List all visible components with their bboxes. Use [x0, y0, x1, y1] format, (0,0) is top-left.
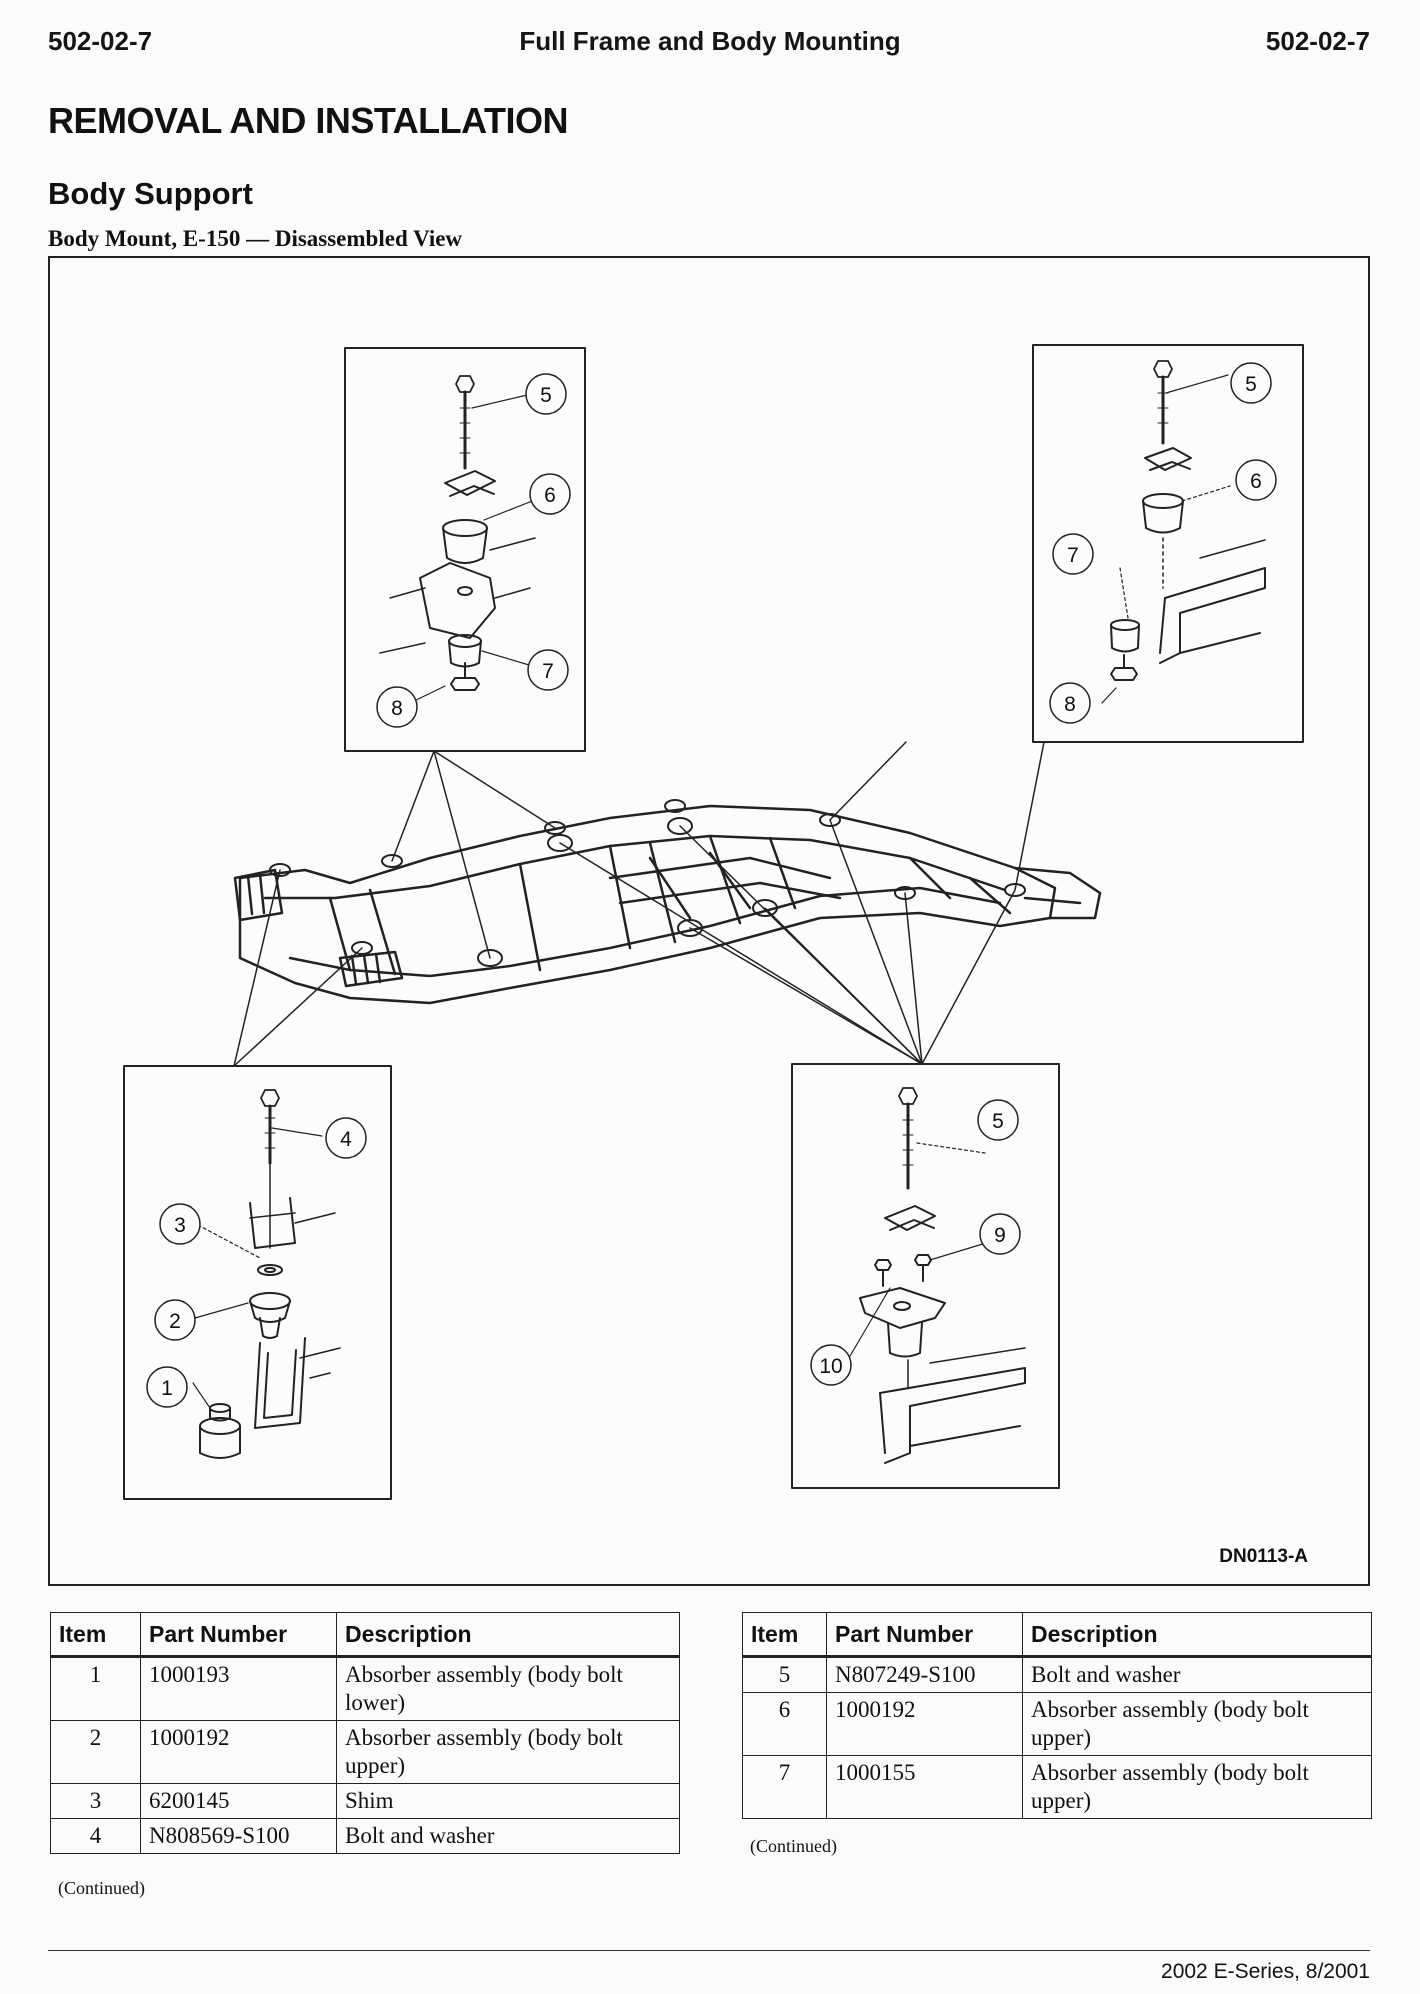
header-part-number: Part Number [140, 1612, 337, 1658]
page-number-left: 502-02-7 [48, 26, 153, 56]
part-number-cell: 1000192 [140, 1720, 337, 1784]
continued-note-right: (Continued) [750, 1836, 837, 1856]
callout-9: 9 [994, 1224, 1006, 1247]
subsection-title: Body Support [48, 176, 253, 211]
table-row: 5 N807249-S100 Bolt and washer [742, 1656, 1372, 1693]
item-cell: 4 [50, 1818, 141, 1854]
item-cell: 3 [50, 1783, 141, 1819]
description-cell: Bolt and washer [336, 1818, 680, 1854]
item-cell: 2 [50, 1720, 141, 1784]
item-cell: 5 [742, 1656, 827, 1693]
continued-note-left: (Continued) [58, 1878, 145, 1898]
callout-7-rear: 7 [1067, 544, 1079, 567]
figure-code: DN0113-A [1219, 1546, 1308, 1567]
footer-text: 2002 E-Series, 8/2001 [1161, 1960, 1370, 1983]
inset-mid-mount [791, 1063, 1060, 1489]
item-cell: 6 [742, 1692, 827, 1756]
header-part-number: Part Number [826, 1612, 1023, 1658]
description-cell: Absorber assembly (body bolt lower) [336, 1656, 680, 1721]
callout-3: 3 [174, 1214, 186, 1237]
parts-table-left: Item Part Number Description 1 1000193 A… [50, 1612, 680, 1854]
table-header-row: Item Part Number Description [742, 1612, 1372, 1658]
page-number-right: 502-02-7 [1265, 26, 1370, 56]
part-number-cell: N807249-S100 [826, 1656, 1023, 1693]
description-cell: Absorber assembly (body bolt upper) [1022, 1755, 1372, 1819]
callout-2: 2 [169, 1310, 181, 1333]
part-number-cell: N808569-S100 [140, 1818, 337, 1854]
callout-8-rear: 8 [1064, 693, 1076, 716]
callout-4: 4 [340, 1128, 352, 1151]
item-cell: 7 [742, 1755, 827, 1819]
callout-5-front: 5 [540, 384, 552, 407]
section-title: REMOVAL AND INSTALLATION [48, 100, 568, 141]
footer-rule [48, 1950, 1370, 1951]
table-header-row: Item Part Number Description [50, 1612, 680, 1658]
description-cell: Shim [336, 1783, 680, 1819]
description-cell: Absorber assembly (body bolt upper) [336, 1720, 680, 1784]
callout-8-front: 8 [391, 697, 403, 720]
table-row: 3 6200145 Shim [50, 1783, 680, 1819]
item-cell: 1 [50, 1656, 141, 1721]
callout-5-mid: 5 [992, 1110, 1004, 1133]
part-number-cell: 6200145 [140, 1783, 337, 1819]
header-title: Full Frame and Body Mounting [519, 26, 901, 56]
callout-6-rear: 6 [1250, 470, 1262, 493]
table-row: 6 1000192 Absorber assembly (body bolt u… [742, 1692, 1372, 1756]
leader-lines [233, 741, 1045, 1067]
callout-labels: 5 6 7 8 5 6 7 8 4 3 2 1 5 9 [146, 362, 1277, 1408]
header-description: Description [1022, 1612, 1372, 1658]
figure-frame: 5 6 7 8 5 6 7 8 4 3 2 1 5 9 [48, 256, 1370, 1586]
header-description: Description [336, 1612, 680, 1658]
table-row: 2 1000192 Absorber assembly (body bolt u… [50, 1720, 680, 1784]
header-item: Item [742, 1612, 827, 1658]
callout-1: 1 [161, 1377, 173, 1400]
callout-7-front: 7 [542, 660, 554, 683]
part-number-cell: 1000192 [826, 1692, 1023, 1756]
description-cell: Absorber assembly (body bolt upper) [1022, 1692, 1372, 1756]
callout-10: 10 [819, 1355, 842, 1378]
header-item: Item [50, 1612, 141, 1658]
table-row: 1 1000193 Absorber assembly (body bolt l… [50, 1656, 680, 1721]
part-number-cell: 1000155 [826, 1755, 1023, 1819]
callout-5-rear: 5 [1245, 373, 1257, 396]
frame-diagram: 5 6 7 8 5 6 7 8 4 3 2 1 5 9 [123, 344, 1304, 1500]
table-row: 4 N808569-S100 Bolt and washer [50, 1818, 680, 1854]
figure-title: Body Mount, E-150 — Disassembled View [48, 226, 463, 251]
mount-points [269, 799, 1026, 967]
table-row: 7 1000155 Absorber assembly (body bolt u… [742, 1755, 1372, 1819]
parts-table-right: Item Part Number Description 5 N807249-S… [742, 1612, 1372, 1819]
vehicle-frame [233, 804, 1102, 1005]
part-number-cell: 1000193 [140, 1656, 337, 1721]
callout-6-front: 6 [544, 484, 556, 507]
description-cell: Bolt and washer [1022, 1656, 1372, 1693]
